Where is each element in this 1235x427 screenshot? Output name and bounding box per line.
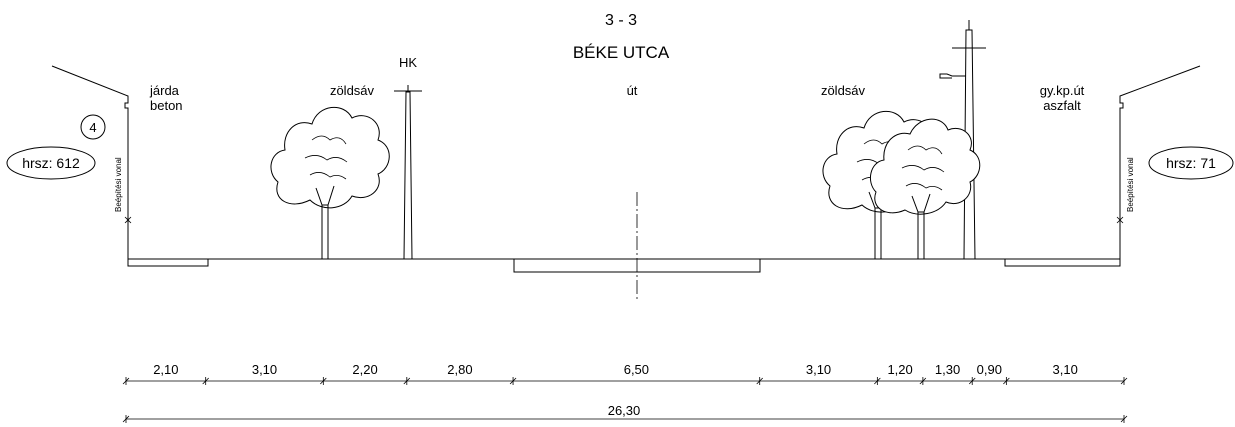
dimension-tick (1120, 377, 1128, 385)
building-line-left-marker (124, 216, 132, 224)
parcel-left: hrsz: 612 (6, 146, 96, 180)
hk-pole (394, 85, 422, 260)
dimension-tick (874, 377, 881, 385)
dimension-label: 3,10 (806, 362, 831, 377)
dimension-label: 2,80 (447, 362, 472, 377)
dimension-tick (320, 377, 327, 385)
building-left (51, 65, 129, 259)
dimension-tick (403, 377, 411, 385)
sidewalk-right-material: aszfalt (1043, 98, 1081, 113)
building-line-right-marker (1116, 216, 1124, 224)
section-id: 3 - 3 (605, 12, 637, 29)
dimension-tick (968, 377, 976, 385)
sidewalk-left-material: beton (150, 98, 183, 113)
green-strip-right-label: zöldsáv (821, 83, 866, 98)
marker-number: 4 (89, 120, 96, 135)
dimension-label: 1,30 (935, 362, 960, 377)
dimension-tick (919, 377, 927, 385)
total-width-label: 26,30 (608, 403, 641, 418)
sidewalk-right-label: gy.kp.út (1040, 83, 1085, 98)
dimension-label: 3,10 (1053, 362, 1078, 377)
total-dimension: 26,30 (122, 403, 1128, 423)
road-label: út (627, 83, 638, 98)
light-pole (939, 20, 986, 260)
green-strip-left-label: zöldsáv (330, 83, 375, 98)
dimension-tick (202, 377, 209, 385)
hk-label: HK (399, 55, 417, 70)
sidewalk-left-label: járda (149, 83, 180, 98)
marker-circle: 4 (80, 114, 106, 140)
dimension-tick (122, 377, 130, 385)
sidewalk-right-slab (1004, 258, 1121, 267)
dimension-label: 6,50 (624, 362, 649, 377)
building-line-left-label: Beépítési vonal (114, 157, 123, 212)
dimension-tick (756, 377, 763, 385)
dimension-label: 0,90 (977, 362, 1002, 377)
dimension-label: 2,10 (153, 362, 178, 377)
tree-right-2 (869, 118, 981, 259)
parcel-right: hrsz: 71 (1148, 146, 1234, 180)
parcel-left-label: hrsz: 612 (22, 155, 80, 171)
dimension-label: 2,20 (352, 362, 377, 377)
building-line-right-label: Beépítési vonal (1126, 157, 1135, 212)
tree-left (270, 106, 390, 259)
sidewalk-left-slab (127, 258, 209, 267)
dimension-tick (1003, 377, 1010, 385)
dimension-label: 1,20 (887, 362, 912, 377)
building-right (1119, 65, 1201, 259)
dimension-chain: 2,10 3,10 2,20 2,80 6,50 3,10 1,20 1,30 0,90 3,10 (122, 362, 1128, 385)
dimension-label: 3,10 (252, 362, 277, 377)
parcel-right-label: hrsz: 71 (1166, 155, 1216, 171)
street-name: BÉKE UTCA (573, 43, 670, 62)
dimension-tick (509, 377, 517, 385)
